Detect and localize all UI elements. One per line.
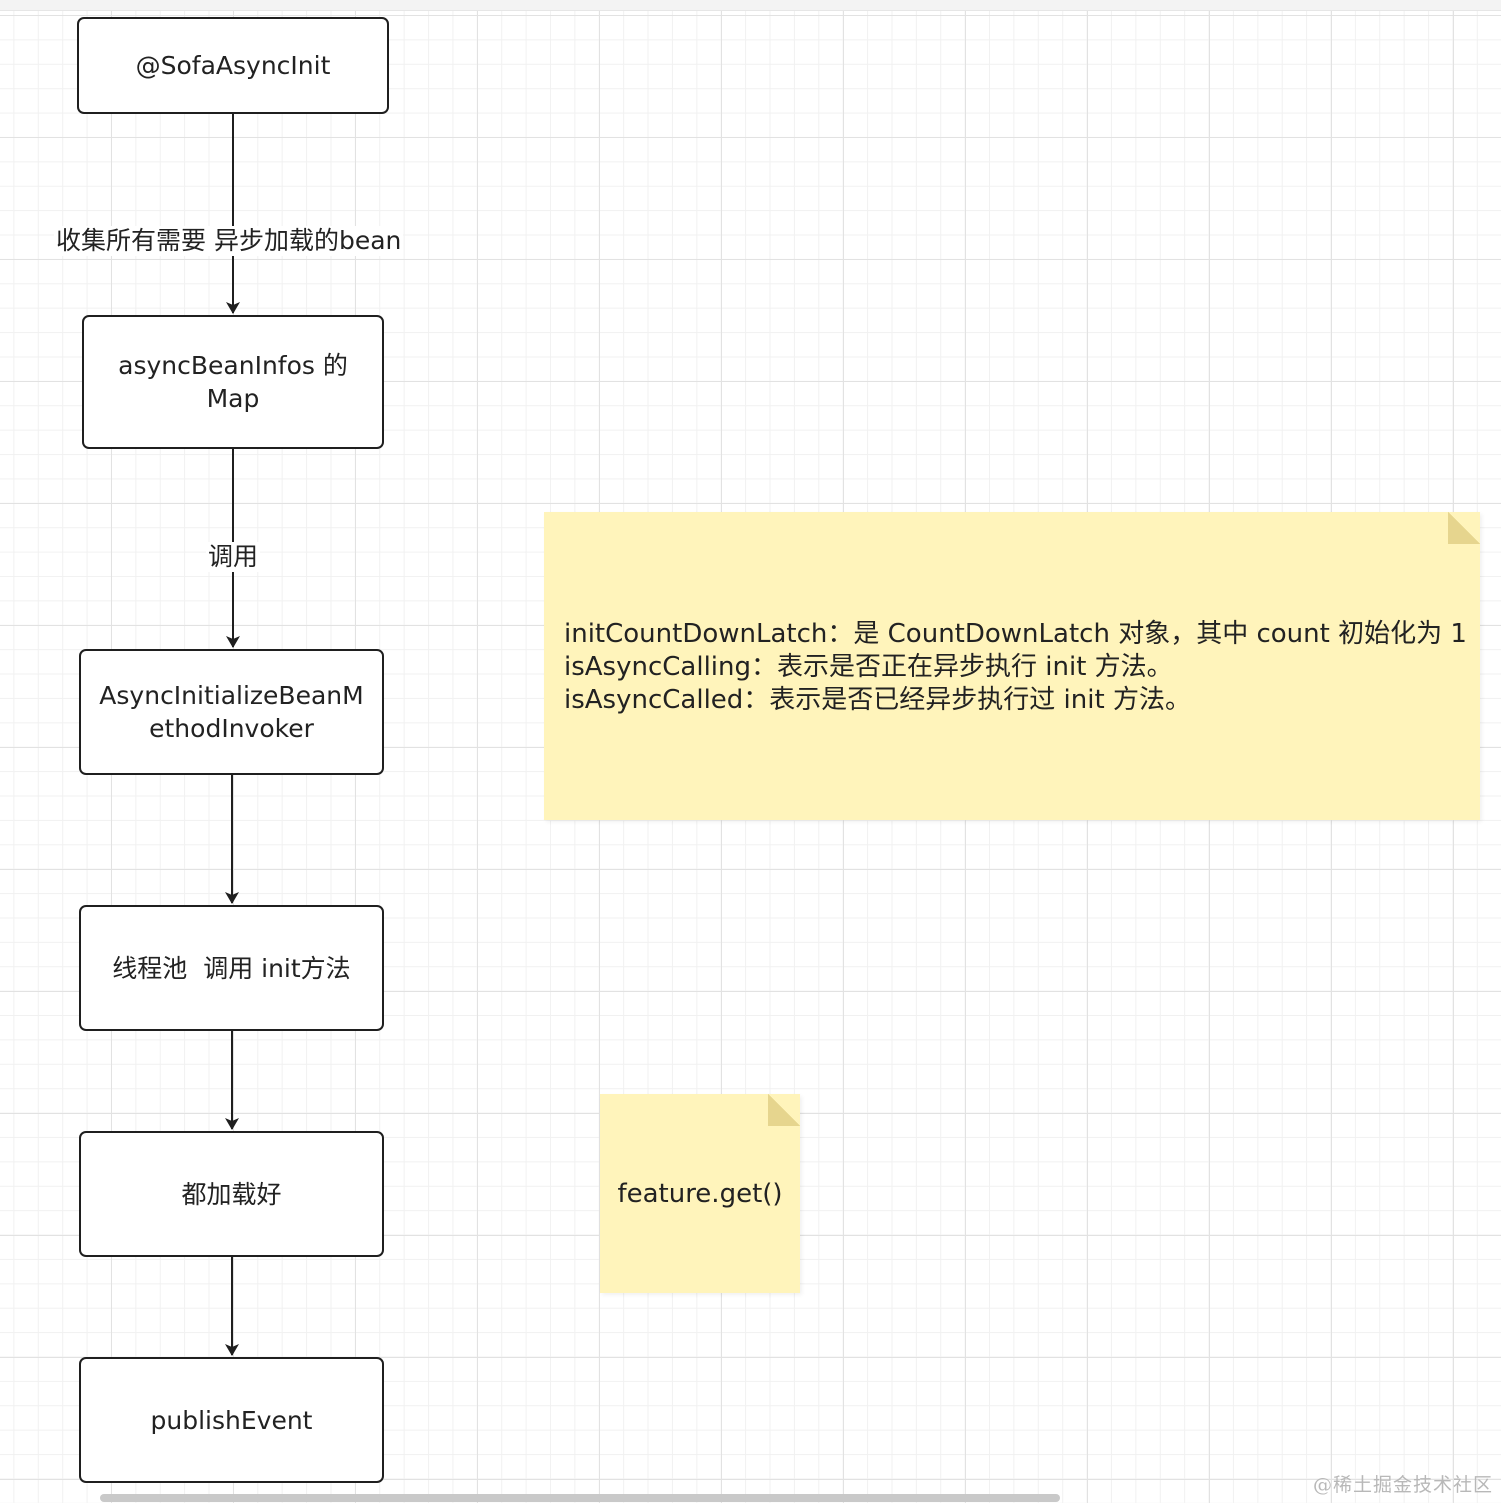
node-invoker-line-2: ethodInvoker [149, 714, 314, 743]
node-async-bean-infos-line-2: Map [206, 384, 260, 413]
canvas-top-strip [0, 0, 1501, 11]
node-all-loaded[interactable]: 都加载好 [79, 1131, 384, 1257]
note-future-fold [768, 1094, 800, 1126]
note-future-get[interactable]: feature.get() [600, 1094, 800, 1293]
node-publish-event-label: publishEvent [150, 1405, 313, 1435]
node-sofa-async-init[interactable]: @SofaAsyncInit [77, 17, 389, 114]
edge-label-invoke: 调用 [206, 542, 261, 572]
note-latch-fold [1448, 512, 1480, 544]
note-latch-text: initCountDownLatch：是 CountDownLatch 对象，其… [564, 618, 1467, 717]
node-async-initialize-bean-method-invoker[interactable]: AsyncInitializeBeanM ethodInvoker [79, 649, 384, 775]
note-latch-line-3: isAsyncCalled：表示是否已经异步执行过 init 方法。 [564, 685, 1191, 715]
node-async-bean-infos-map[interactable]: asyncBeanInfos 的 Map [82, 315, 384, 449]
node-sofa-async-init-label: @SofaAsyncInit [135, 51, 331, 80]
node-async-bean-infos-line-1: asyncBeanInfos 的 [118, 351, 348, 380]
note-future-text: feature.get() [617, 1179, 783, 1209]
node-thread-pool-init-label: 线程池 调用 init方法 [112, 953, 351, 983]
note-latch-line-1: initCountDownLatch：是 CountDownLatch 对象，其… [564, 619, 1467, 649]
node-all-loaded-label: 都加载好 [181, 1179, 282, 1209]
node-invoker-line-1: AsyncInitializeBeanM [99, 681, 364, 710]
node-invoker-text: AsyncInitializeBeanM ethodInvoker [99, 679, 363, 745]
note-latch-line-2: isAsyncCalling：表示是否正在异步执行 init 方法。 [564, 652, 1173, 682]
watermark: @稀土掘金技术社区 [1312, 1474, 1493, 1496]
node-publish-event[interactable]: publishEvent [79, 1357, 384, 1483]
horizontal-scrollbar[interactable] [100, 1494, 1060, 1502]
node-async-bean-infos-map-text: asyncBeanInfos 的 Map [118, 349, 348, 415]
node-thread-pool-init[interactable]: 线程池 调用 init方法 [79, 905, 384, 1031]
edge-label-collect: 收集所有需要 异步加载的bean [54, 226, 404, 256]
note-latch-fields[interactable]: initCountDownLatch：是 CountDownLatch 对象，其… [544, 512, 1480, 820]
